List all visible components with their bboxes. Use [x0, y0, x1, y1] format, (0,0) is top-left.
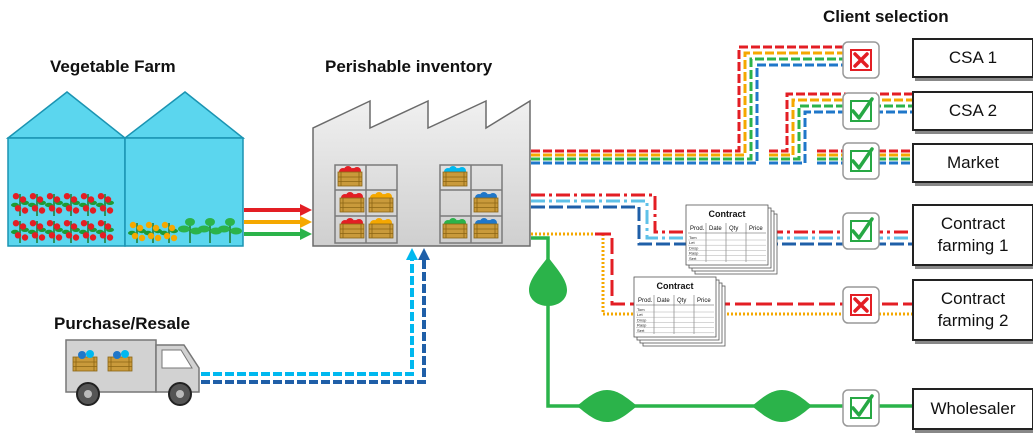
- client-label-line1: Contract: [940, 289, 1006, 308]
- plant-icon: [128, 221, 146, 243]
- crate-icon: [442, 166, 468, 187]
- crate-icon: [368, 218, 394, 239]
- purchase-label: Purchase/Resale: [54, 314, 191, 333]
- plant-icon: [45, 193, 63, 216]
- client-csa2: CSA 2: [912, 91, 1033, 131]
- client-label: Market: [947, 153, 999, 172]
- vegetable-plants: [11, 193, 242, 243]
- check-icon: [842, 142, 880, 180]
- client-label-line1: Contract: [940, 214, 1006, 233]
- contract-title: Contract: [708, 209, 745, 219]
- client-label-line2: farming 1: [937, 236, 1009, 255]
- client-label: CSA 1: [948, 48, 998, 67]
- factory-icon: [312, 99, 531, 247]
- contract-header: Qty: [729, 226, 738, 232]
- plant-icon: [11, 193, 29, 216]
- contract-header: Prod.: [638, 298, 653, 304]
- check-icon: [842, 92, 880, 130]
- contract-header: Qty: [677, 298, 686, 304]
- contract-header: Price: [749, 226, 763, 232]
- contract-header: Price: [697, 298, 711, 304]
- contract-row-label: Tom: [637, 307, 645, 312]
- client-csa1: CSA 1: [912, 38, 1033, 78]
- crate-icon: [337, 166, 363, 187]
- farm-label: Vegetable Farm: [50, 57, 176, 76]
- plant-icon: [218, 218, 242, 243]
- check-icon: [842, 389, 880, 427]
- client-market: Market: [912, 143, 1033, 183]
- client-label-line2: farming 2: [937, 311, 1009, 330]
- greenhouse-icon: [5, 91, 246, 247]
- contract-row-label: Tom: [689, 235, 697, 240]
- contract-header: Date: [657, 298, 670, 304]
- inventory-crates: [337, 166, 499, 239]
- crate-icon: [442, 218, 468, 239]
- plant-icon: [28, 193, 46, 216]
- client-contract-farming-2: Contract farming 2: [912, 279, 1033, 341]
- contract-title: Contract: [656, 281, 693, 291]
- cross-icon: [842, 41, 880, 79]
- client-label: CSA 2: [948, 101, 998, 120]
- cross-icon: [842, 286, 880, 324]
- contract-row-label: Sert: [689, 256, 697, 261]
- crate-icon: [473, 218, 499, 239]
- plant-icon: [160, 221, 178, 243]
- client-selection-label: Client selection: [823, 7, 949, 26]
- plant-icon: [178, 218, 202, 243]
- plant-icon: [79, 220, 97, 243]
- check-icon: [842, 212, 880, 250]
- plant-icon: [62, 220, 80, 243]
- plant-icon: [96, 193, 114, 216]
- purchase-flow-lines: [201, 248, 430, 384]
- wholesaler-flow-line: [529, 236, 912, 422]
- crate-icon: [339, 218, 365, 239]
- contract-row-label: Rasp: [689, 251, 699, 256]
- plant-icon: [198, 218, 222, 243]
- client-label: Wholesaler: [930, 399, 1016, 418]
- plant-icon: [45, 220, 63, 243]
- plant-icon: [96, 220, 114, 243]
- plant-icon: [28, 220, 46, 243]
- selection-marks: [842, 41, 880, 427]
- crate-icon: [473, 192, 499, 213]
- contract-row-label: Rasp: [637, 323, 647, 328]
- plant-icon: [79, 193, 97, 216]
- plant-icon: [144, 221, 162, 243]
- inventory-label: Perishable inventory: [325, 57, 493, 76]
- contract-header: Prod.: [690, 226, 705, 232]
- client-contract-farming-1: Contract farming 1: [912, 204, 1033, 266]
- truck-icon: [65, 339, 200, 406]
- farm-output-arrows: [244, 204, 312, 240]
- crate-icon: [339, 192, 365, 213]
- contract-row-label: Dnsp: [689, 245, 699, 250]
- plant-icon: [62, 193, 80, 216]
- contract2-flow-lines: [531, 232, 912, 316]
- plant-icon: [11, 220, 29, 243]
- client-wholesaler: Wholesaler: [912, 388, 1033, 430]
- contract-row-label: Let: [689, 240, 695, 245]
- contract-row-label: Sert: [637, 328, 645, 333]
- crate-icon: [368, 192, 394, 213]
- contract-header: Date: [709, 226, 722, 232]
- contract-row-label: Let: [637, 312, 643, 317]
- contract-row-label: Dnsp: [637, 317, 647, 322]
